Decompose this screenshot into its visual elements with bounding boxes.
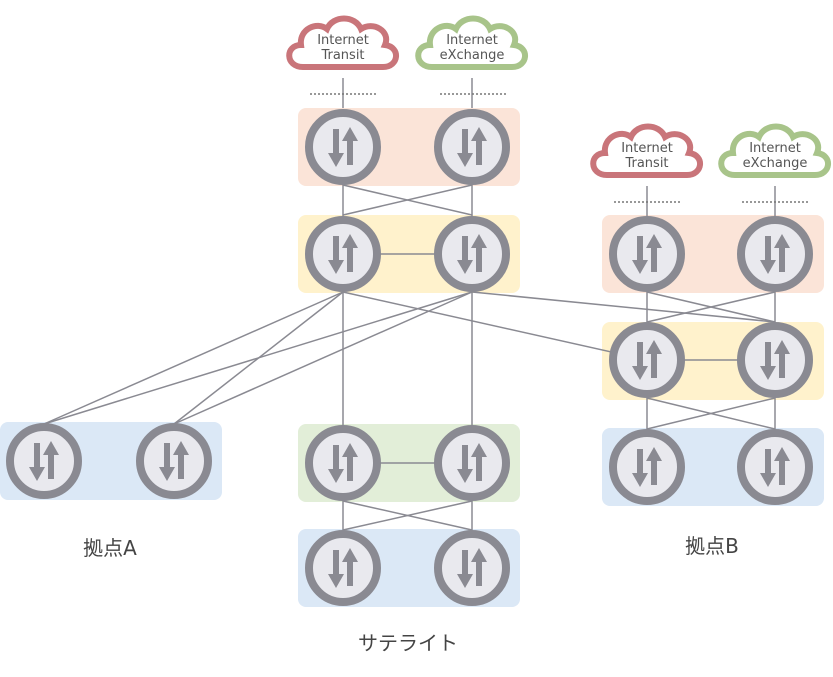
- router-ring: [609, 216, 685, 292]
- router-icon: [305, 109, 381, 185]
- router-ring: [434, 109, 510, 185]
- arrow-up-icon: [173, 441, 189, 479]
- router-icon: [737, 322, 813, 398]
- arrow-up-icon: [471, 127, 487, 165]
- routers: [6, 109, 813, 606]
- link: [342, 184, 473, 216]
- router-icon: [6, 423, 82, 499]
- router-icon: [434, 216, 510, 292]
- arrow-up-icon: [43, 441, 59, 479]
- site-b-label: 拠点B: [685, 534, 739, 558]
- router-icon: [737, 429, 813, 505]
- router-icon: [609, 322, 685, 398]
- router-ring: [737, 216, 813, 292]
- cloud-icon: Internet Transit: [590, 123, 703, 178]
- arrow-down-icon: [328, 236, 344, 274]
- group-boxes: [0, 108, 824, 607]
- router-ring: [305, 109, 381, 185]
- arrow-up-icon: [342, 443, 358, 481]
- arrow-up-icon: [646, 340, 662, 378]
- router-ring: [737, 429, 813, 505]
- link: [43, 291, 473, 425]
- arrow-down-icon: [328, 550, 344, 588]
- router-ring: [434, 530, 510, 606]
- arrow-up-icon: [646, 234, 662, 272]
- router-icon: [305, 425, 381, 501]
- cloud-icon: Internet Transit: [286, 15, 399, 70]
- router-icon: [609, 429, 685, 505]
- arrow-up-icon: [342, 548, 358, 586]
- cloud-shape: [415, 15, 528, 70]
- arrow-up-icon: [471, 548, 487, 586]
- cloud-shape: [718, 123, 831, 178]
- router-icon: [737, 216, 813, 292]
- router-ring: [737, 322, 813, 398]
- arrow-down-icon: [457, 129, 473, 167]
- cloud-shape: [286, 15, 399, 70]
- arrow-down-icon: [760, 236, 776, 274]
- arrow-down-icon: [457, 550, 473, 588]
- arrow-down-icon: [457, 236, 473, 274]
- router-icon: [434, 530, 510, 606]
- cloud-shape: [590, 123, 703, 178]
- arrow-up-icon: [471, 234, 487, 272]
- router-ring: [136, 423, 212, 499]
- cloud-icon: Internet eXchange: [718, 123, 831, 178]
- router-ring: [305, 530, 381, 606]
- link: [646, 291, 776, 323]
- cloud-line2: eXchange: [440, 48, 505, 63]
- arrow-up-icon: [646, 447, 662, 485]
- arrow-down-icon: [328, 445, 344, 483]
- link: [342, 291, 648, 361]
- arrow-down-icon: [29, 443, 45, 481]
- arrow-down-icon: [760, 342, 776, 380]
- cloud-line2: Transit: [320, 48, 364, 63]
- router-ring: [434, 425, 510, 501]
- cloud-line1: Internet: [446, 33, 498, 48]
- router-ring: [6, 423, 82, 499]
- arrow-down-icon: [457, 445, 473, 483]
- arrow-up-icon: [774, 340, 790, 378]
- arrow-down-icon: [632, 342, 648, 380]
- link: [471, 291, 776, 323]
- router-icon: [434, 109, 510, 185]
- cloud-line1: Internet: [621, 141, 673, 156]
- link: [173, 291, 473, 425]
- router-ring: [434, 216, 510, 292]
- router-icon: [434, 425, 510, 501]
- link: [342, 500, 473, 531]
- cloud-line1: Internet: [317, 33, 369, 48]
- clouds: Internet Transit Internet eXchange Inter…: [286, 15, 831, 178]
- cloud-line1: Internet: [749, 141, 801, 156]
- link: [43, 291, 344, 425]
- site-labels: 拠点A 拠点B サテライト: [83, 534, 739, 655]
- arrow-up-icon: [342, 127, 358, 165]
- arrow-down-icon: [632, 449, 648, 487]
- arrow-up-icon: [774, 447, 790, 485]
- demarc-lines: [310, 93, 808, 203]
- arrow-down-icon: [632, 236, 648, 274]
- cloud-icon: Internet eXchange: [415, 15, 528, 70]
- arrow-down-icon: [328, 129, 344, 167]
- satellite-label: サテライト: [358, 631, 458, 655]
- router-icon: [609, 216, 685, 292]
- cloud-line2: Transit: [624, 156, 668, 171]
- router-ring: [609, 322, 685, 398]
- link: [646, 397, 776, 430]
- cloud-line2: eXchange: [743, 156, 808, 171]
- site-a-label: 拠点A: [83, 536, 137, 560]
- router-ring: [609, 429, 685, 505]
- arrow-down-icon: [760, 449, 776, 487]
- arrow-up-icon: [774, 234, 790, 272]
- router-icon: [305, 216, 381, 292]
- router-icon: [305, 530, 381, 606]
- arrow-up-icon: [342, 234, 358, 272]
- arrow-down-icon: [159, 443, 175, 481]
- router-ring: [305, 216, 381, 292]
- router-ring: [305, 425, 381, 501]
- router-icon: [136, 423, 212, 499]
- arrow-up-icon: [471, 443, 487, 481]
